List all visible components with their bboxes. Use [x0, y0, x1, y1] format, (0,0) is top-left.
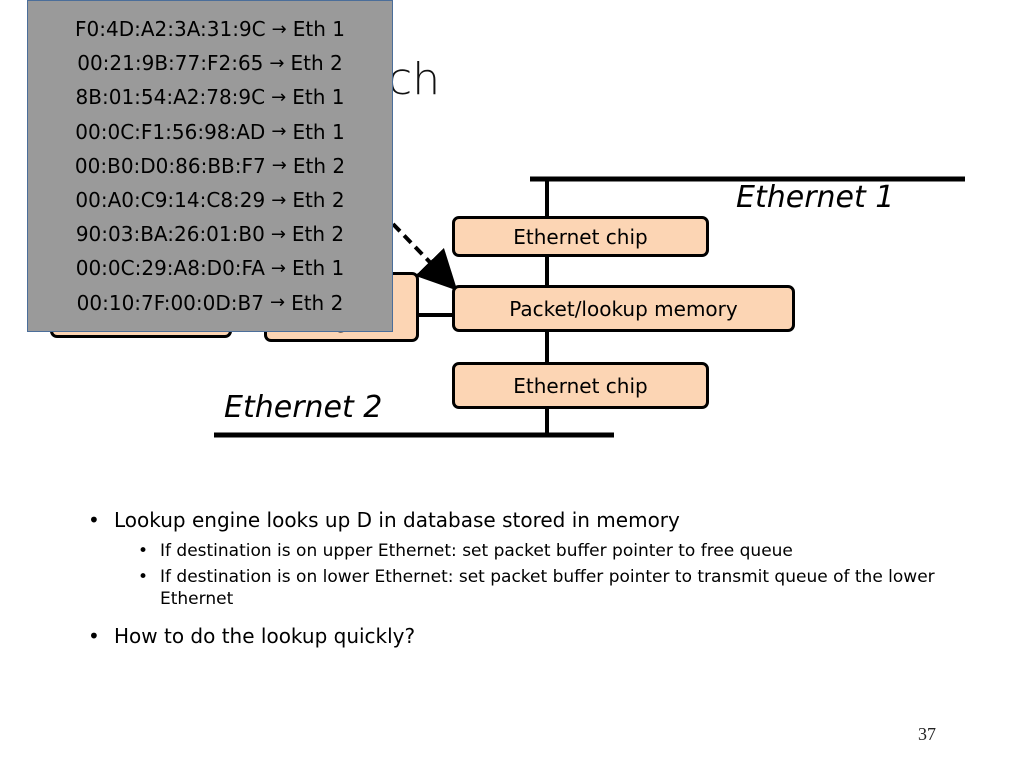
page-number: 37 — [918, 724, 936, 744]
packet-lookup-memory-label: Packet/lookup memory — [509, 296, 738, 321]
arrow-right-icon: → — [271, 189, 287, 211]
table-row: 00:10:7F:00:0D:B7→Eth 2 — [28, 286, 392, 320]
table-row: 00:0C:29:A8:D0:FA→ Eth 1 — [28, 251, 392, 285]
slide-title-fragment: ch — [388, 54, 441, 105]
arrow-right-icon: → — [269, 292, 286, 314]
table-row: 00:0C:F1:56:98:AD→Eth 1 — [28, 115, 392, 149]
ethernet2-label: Ethernet 2 — [224, 390, 383, 425]
port-name: Eth 2 — [291, 290, 344, 315]
ethernet1-label: Ethernet 1 — [736, 180, 895, 215]
table-row: F0:4D:A2:3A:31:9C→Eth 1 — [28, 12, 392, 46]
port-name: Eth 1 — [292, 119, 345, 144]
port-name: Eth 2 — [290, 51, 343, 76]
ethernet-chip-bottom-label: Ethernet chip — [513, 373, 648, 398]
arrow-right-icon: → — [271, 155, 287, 177]
sub-bullet-upper-ethernet: If destination is on upper Ethernet: set… — [138, 540, 958, 562]
mac-address: 00:0C:F1:56:98:AD — [75, 119, 266, 144]
bullet-lookup-quickly: How to do the lookup quickly? — [88, 622, 958, 650]
mac-address: F0:4D:A2:3A:31:9C — [75, 17, 266, 42]
sub-bullet-lower-ethernet: If destination is on lower Ethernet: set… — [138, 566, 958, 610]
mac-address: 00:21:9B:77:F2:65 — [77, 51, 264, 76]
bullet-lookup-engine: Lookup engine looks up D in database sto… — [88, 506, 958, 534]
port-name: Eth 1 — [292, 256, 345, 281]
ethernet-chip-bottom: Ethernet chip — [452, 362, 709, 409]
table-row: 8B:01:54:A2:78:9C→Eth 1 — [28, 80, 392, 114]
port-name: Eth 1 — [292, 85, 345, 110]
arrow-right-icon: → — [271, 86, 287, 108]
arrow-right-icon: → — [271, 121, 287, 143]
mac-address: 00:A0:C9:14:C8:29 — [75, 188, 266, 213]
port-name: Eth 2 — [292, 153, 346, 178]
port-name: Eth 2 — [292, 188, 345, 213]
bullet-list: Lookup engine looks up D in database sto… — [88, 506, 958, 656]
lookup-arrow — [391, 222, 458, 291]
mac-address: 90:03:BA:26:01:B0 — [75, 222, 265, 247]
mac-address: 00:0C:29:A8:D0:FA — [75, 256, 265, 281]
arrow-right-icon: → — [271, 18, 287, 40]
mac-address: 8B:01:54:A2:78:9C — [75, 85, 266, 110]
mac-address: 00:10:7F:00:0D:B7 — [76, 290, 264, 315]
arrow-right-icon: → — [269, 52, 285, 74]
table-row: 00:21:9B:77:F2:65→Eth 2 — [28, 46, 392, 80]
table-row: 90:03:BA:26:01:B0→Eth 2 — [28, 217, 392, 251]
table-row: 00:A0:C9:14:C8:29→Eth 2 — [28, 183, 392, 217]
table-row: 00:B0:D0:86:BB:F7→Eth 2 — [28, 149, 392, 183]
arrow-right-icon: → — [270, 257, 286, 279]
mac-address: 00:B0:D0:86:BB:F7 — [74, 153, 266, 178]
ethernet-chip-top: Ethernet chip — [452, 216, 709, 257]
port-name: Eth 2 — [291, 222, 345, 247]
ethernet-chip-top-label: Ethernet chip — [513, 224, 648, 249]
packet-lookup-memory: Packet/lookup memory — [452, 285, 795, 332]
arrow-right-icon: → — [270, 223, 286, 245]
port-name: Eth 1 — [292, 17, 345, 42]
